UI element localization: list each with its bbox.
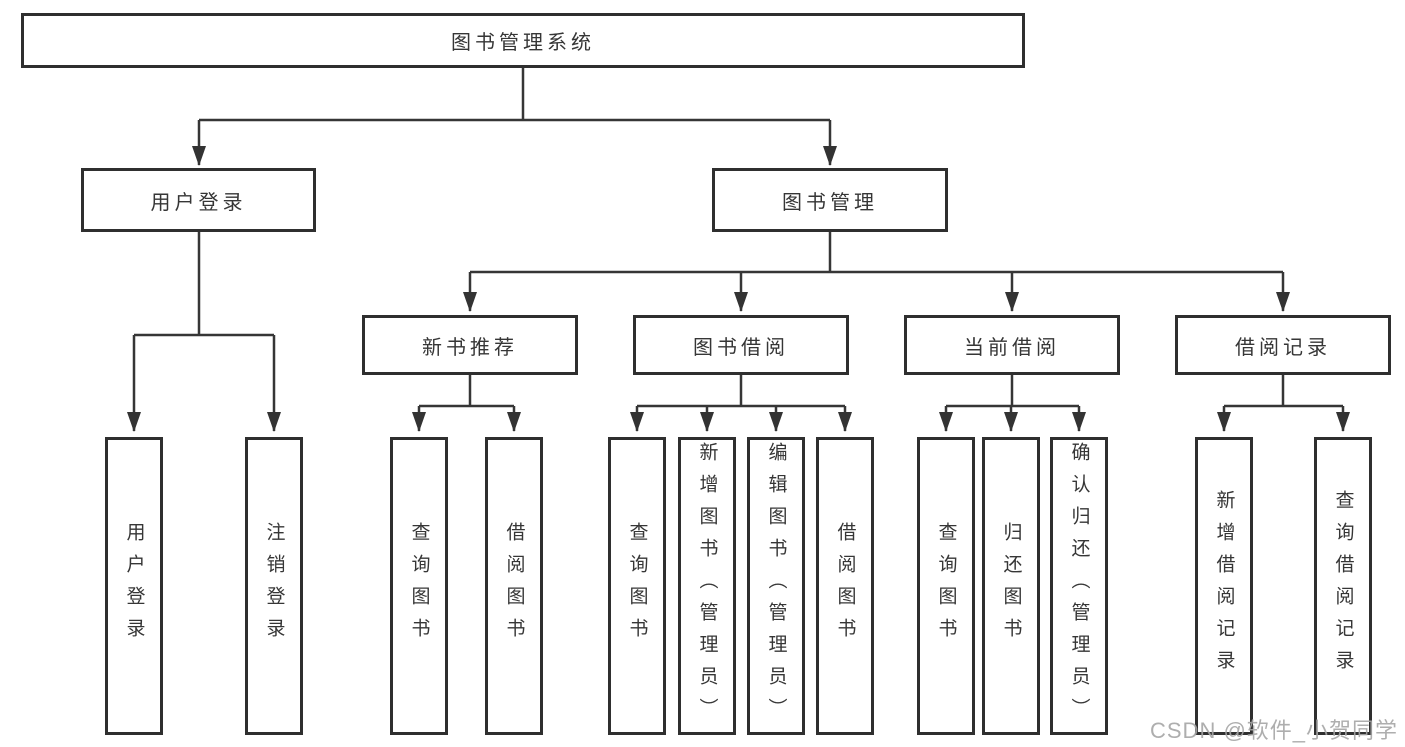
node-user-login: 用户登录 [81,168,316,232]
leaf-borrow-query-books: 查询图书 [608,437,666,735]
leaf-add-books-admin: 新增图书（管理员） [678,437,736,735]
leaf-current-query-books: 查询图书 [917,437,975,735]
leaf-newbooks-query-books-label: 查询图书 [408,522,430,650]
leaf-borrow-books: 借阅图书 [816,437,874,735]
node-root-library-management-system: 图书管理系统 [21,13,1025,68]
leaf-newbooks-query-books: 查询图书 [390,437,448,735]
leaf-add-books-admin-label: 新增图书（管理员） [696,442,718,730]
leaf-query-borrow-record-label: 查询借阅记录 [1332,490,1354,682]
leaf-newbooks-borrow-books-label: 借阅图书 [503,522,525,650]
leaf-borrow-books-label: 借阅图书 [834,522,856,650]
node-book-borrowing: 图书借阅 [633,315,849,375]
node-root-label: 图书管理系统 [451,32,595,54]
leaf-user-login-label: 用户登录 [123,522,145,650]
leaf-confirm-return-admin: 确认归还（管理员） [1050,437,1108,735]
node-borrowing-records-label: 借阅记录 [1235,336,1331,359]
node-new-book-recommendation: 新书推荐 [362,315,578,375]
leaf-add-borrow-record-label: 新增借阅记录 [1213,490,1235,682]
leaf-current-query-books-label: 查询图书 [935,522,957,650]
leaf-return-books: 归还图书 [982,437,1040,735]
leaf-query-borrow-record: 查询借阅记录 [1314,437,1372,735]
node-current-borrowing: 当前借阅 [904,315,1120,375]
leaf-edit-books-admin: 编辑图书（管理员） [747,437,805,735]
leaf-edit-books-admin-label: 编辑图书（管理员） [765,442,787,730]
node-current-borrowing-label: 当前借阅 [964,336,1060,359]
leaf-logout: 注销登录 [245,437,303,735]
leaf-newbooks-borrow-books: 借阅图书 [485,437,543,735]
leaf-return-books-label: 归还图书 [1000,522,1022,650]
node-new-book-recommendation-label: 新书推荐 [422,336,518,359]
leaf-user-login: 用户登录 [105,437,163,735]
leaf-add-borrow-record: 新增借阅记录 [1195,437,1253,735]
node-book-management: 图书管理 [712,168,948,232]
leaf-borrow-query-books-label: 查询图书 [626,522,648,650]
csdn-watermark: CSDN @软件_小贺同学 [1150,718,1399,743]
node-book-management-label: 图书管理 [782,191,878,214]
node-book-borrowing-label: 图书借阅 [693,336,789,359]
leaf-confirm-return-admin-label: 确认归还（管理员） [1068,442,1090,730]
node-user-login-label: 用户登录 [150,191,247,214]
leaf-logout-label: 注销登录 [263,522,285,650]
node-borrowing-records: 借阅记录 [1175,315,1391,375]
